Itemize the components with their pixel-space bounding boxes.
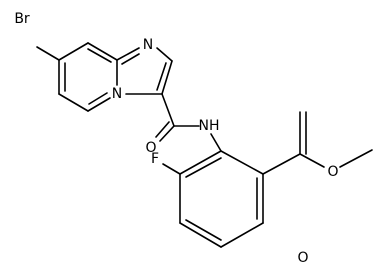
bond-c5-n4: [87, 97, 111, 112]
ester-oxygen-label: O: [327, 164, 338, 180]
bond-c8a-c8: [87, 42, 118, 61]
bond-ring-c-f: [162, 163, 181, 175]
amide-nh-label: NH: [199, 118, 220, 134]
atom-labels: Br N N O NH F O O: [14, 11, 338, 266]
amide-oxygen-label: O: [145, 140, 156, 156]
bond-amide-c-o-double: [155, 121, 170, 138]
bond-ring-c1-c2: [220, 150, 264, 175]
bond-c3-carbonyl: [161, 93, 175, 127]
bond-ring-ester-carbon: [262, 153, 301, 175]
bond-ring-c4-c5: [179, 222, 222, 248]
bond-ester-o-methyl: [339, 149, 373, 168]
bond-ring-c6-c1: [179, 150, 222, 175]
bond-ring-c4-c5-inner: [185, 219, 222, 241]
bond-ring-c3-c4: [220, 222, 264, 248]
bond-ester-c-o-single: [299, 153, 325, 168]
bromine-label: Br: [14, 11, 30, 27]
bond-c8-c8a-inner: [87, 48, 112, 63]
bond-ring-c6-c1-inner: [185, 157, 222, 178]
fluorine-label: F: [151, 151, 159, 167]
bond-n-aryl: [210, 133, 222, 152]
ester-carbonyl-oxygen-label: O: [297, 250, 308, 266]
bond-c8a-n1: [116, 47, 140, 61]
bond-c5-n4-inner: [88, 92, 108, 105]
bond-c6-c5: [58, 93, 89, 112]
bond-c2-c3-inner: [156, 62, 167, 91]
bond-c2-c3: [161, 60, 173, 95]
bridgehead-nitrogen-label: N: [112, 86, 122, 102]
bond-c8a-n1-inner: [121, 53, 140, 65]
bond-n1-c2: [156, 47, 173, 62]
bond-amide-c-o: [159, 125, 175, 142]
bond-c8-c7: [58, 42, 89, 61]
bond-lines: [36, 42, 373, 248]
imidazole-nitrogen-label: N: [143, 37, 153, 53]
bond-c7-br: [36, 46, 60, 61]
